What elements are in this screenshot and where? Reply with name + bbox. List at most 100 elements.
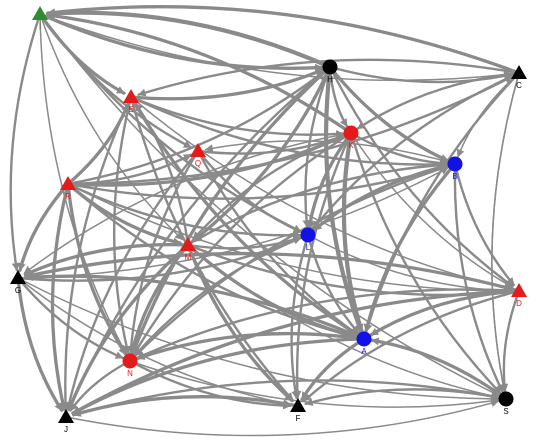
node-C-label: C — [516, 81, 522, 90]
node-H-circle — [322, 59, 338, 75]
edge-N-to-J — [69, 359, 132, 412]
edge-H-to-L — [302, 65, 332, 229]
edge-M-to-E — [134, 102, 190, 247]
node-C-triangle — [511, 65, 527, 79]
edge-D-to-N — [136, 288, 521, 359]
node-Q-triangle — [190, 143, 206, 157]
edge-D-to-S — [500, 289, 521, 393]
node-R-triangle — [60, 176, 76, 190]
edge-I-to-G — [9, 12, 42, 272]
edge-H-to-B — [328, 65, 450, 163]
node-N-circle — [122, 353, 138, 369]
edge-R-to-G — [17, 182, 70, 272]
edge-A-to-N — [135, 331, 366, 361]
edge-S-to-F — [304, 388, 508, 406]
edge-G-to-S — [17, 277, 499, 403]
edge-S-to-A — [370, 337, 508, 401]
edge-M-to-J — [67, 243, 190, 412]
node-N-label: N — [127, 369, 133, 378]
edge-H-to-D — [328, 65, 514, 288]
edge-K-to-F — [293, 131, 353, 400]
node-J-label: J — [64, 425, 68, 434]
edge-C-to-S — [491, 72, 520, 393]
edge-I-to-M — [39, 13, 183, 241]
edge-B-to-M — [193, 162, 457, 243]
edge-M-to-H — [186, 72, 329, 247]
edge-R-to-N — [66, 182, 128, 356]
edge-N-to-F — [128, 359, 292, 410]
node-F: F — [290, 398, 306, 423]
node-I-label: I — [39, 22, 41, 31]
edge-C-to-K — [356, 71, 521, 130]
edge-A-to-J — [71, 337, 366, 415]
node-S-label: S — [503, 407, 508, 416]
node-L-circle — [300, 227, 316, 243]
node-H-label: H — [327, 75, 333, 84]
node-M-triangle — [180, 237, 196, 251]
edge-K-to-I — [46, 11, 353, 135]
edge-K-to-L — [306, 131, 353, 229]
node-G-triangle — [10, 270, 26, 284]
node-K-circle — [343, 125, 359, 141]
node-B-circle — [447, 156, 463, 172]
node-L: L — [300, 227, 316, 252]
edge-K-to-B — [349, 131, 449, 168]
edge-C-to-I — [46, 5, 521, 75]
node-D-label: D — [516, 299, 522, 308]
node-I: I — [32, 6, 48, 31]
edge-M-to-F — [186, 243, 294, 403]
edge-R-to-H — [66, 70, 325, 186]
node-G: G — [10, 270, 26, 295]
edge-B-to-D — [453, 162, 516, 287]
edge-K-to-D — [350, 132, 513, 288]
edge-G-to-L — [16, 236, 302, 282]
node-L-label: L — [306, 243, 311, 252]
edge-D-to-F — [302, 289, 521, 402]
node-J: J — [58, 409, 74, 434]
edge-J-to-S — [65, 399, 500, 437]
edges-layer — [9, 5, 521, 437]
edge-B-to-S — [453, 162, 504, 393]
edge-K-to-S — [349, 131, 502, 395]
node-A: A — [356, 331, 372, 356]
node-C: C — [511, 65, 527, 90]
edge-K-to-G — [23, 132, 352, 274]
node-G-label: G — [15, 286, 21, 295]
edge-G-to-F — [17, 277, 292, 408]
edge-R-to-J — [50, 182, 70, 411]
edge-E-to-N — [112, 95, 133, 355]
node-E-triangle — [123, 89, 139, 103]
node-A-label: A — [361, 347, 367, 356]
node-I-triangle — [32, 6, 48, 20]
node-N: N — [122, 353, 138, 378]
edge-H-to-N — [131, 65, 332, 356]
node-H: H — [322, 59, 338, 84]
node-E: E — [123, 89, 139, 114]
node-F-triangle — [290, 398, 306, 412]
edge-A-to-G — [24, 273, 366, 341]
node-R: R — [60, 176, 76, 201]
edge-M-to-L — [186, 235, 302, 250]
edge-H-to-A — [323, 64, 364, 334]
node-J-triangle — [58, 409, 74, 423]
node-M: M — [180, 237, 196, 262]
node-D: D — [511, 283, 527, 308]
edge-L-to-A — [306, 233, 360, 335]
node-B-label: B — [452, 172, 457, 181]
node-D-triangle — [511, 283, 527, 297]
node-K-label: K — [348, 141, 354, 150]
edge-E-to-H — [129, 68, 325, 101]
node-M-label: M — [185, 253, 192, 262]
edge-G-to-N — [16, 276, 124, 360]
edge-S-to-J — [72, 379, 508, 417]
edge-I-to-C — [39, 13, 513, 82]
nodes-layer: I H C E K Q B R M L G D A N J F S — [10, 6, 527, 434]
node-S: S — [498, 391, 514, 416]
edge-R-to-B — [66, 164, 449, 200]
node-Q-label: Q — [195, 159, 201, 168]
edge-Q-to-N — [127, 149, 200, 355]
node-A-circle — [356, 331, 372, 347]
edge-D-to-J — [71, 289, 521, 415]
edge-R-to-L — [66, 182, 302, 240]
